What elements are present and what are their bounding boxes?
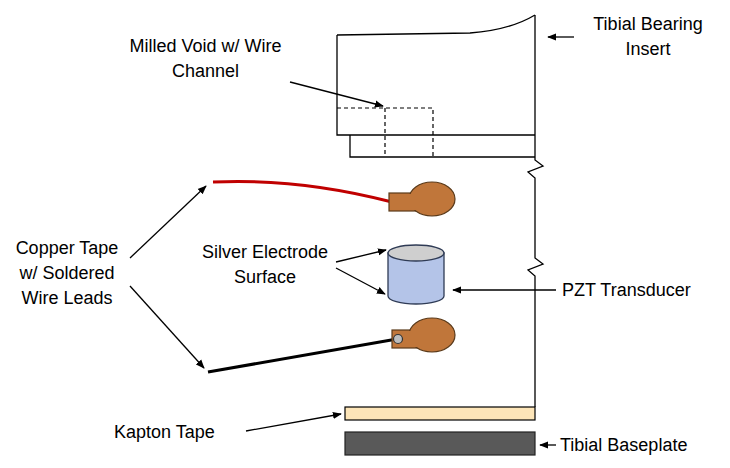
part-label: PZT Transducer <box>562 278 691 303</box>
part-label: Silver Electrode Surface <box>190 240 340 290</box>
copper-tape-upper <box>389 182 455 216</box>
tibial-bearing-insert <box>337 15 535 157</box>
part-label: Copper Tape w/ Soldered Wire Leads <box>6 236 128 311</box>
black-wire <box>208 339 397 372</box>
label-text: Tibial Bearing Insert <box>578 12 718 62</box>
copper-tape-lower <box>392 318 455 352</box>
tibial-baseplate <box>345 432 535 455</box>
pzt-transducer <box>388 245 444 304</box>
label-text: Silver Electrode Surface <box>190 240 340 290</box>
red-wire <box>213 181 392 202</box>
part-label: Tibial Baseplate <box>560 433 687 458</box>
kapton-tape <box>345 407 535 420</box>
label-text: Tibial Baseplate <box>560 433 687 458</box>
label-text: Kapton Tape <box>114 420 215 445</box>
label-text: Copper Tape w/ Soldered Wire Leads <box>6 236 128 311</box>
label-text: PZT Transducer <box>562 278 691 303</box>
milled-void <box>337 108 433 157</box>
leader-lines <box>130 37 574 445</box>
break-line <box>528 15 543 407</box>
part-label: Milled Void w/ Wire Channel <box>128 34 283 84</box>
part-label: Kapton Tape <box>114 420 215 445</box>
label-text: Milled Void w/ Wire Channel <box>128 34 283 84</box>
part-label: Tibial Bearing Insert <box>578 12 718 62</box>
